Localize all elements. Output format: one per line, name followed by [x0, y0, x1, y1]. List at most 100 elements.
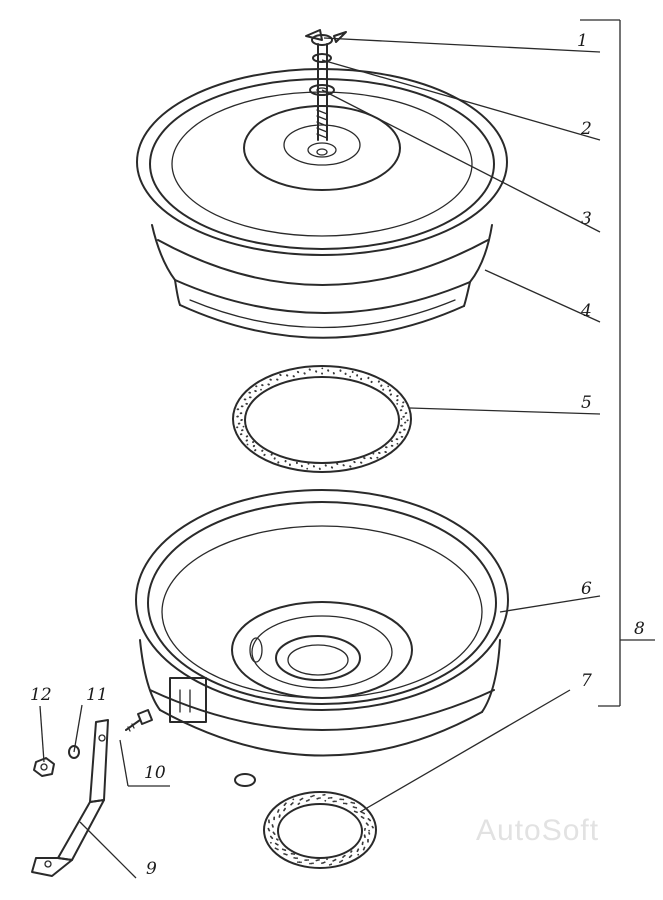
gasket-texture-dot [271, 824, 274, 826]
gasket-texture-dot [274, 847, 277, 850]
gasket-texture-dot [284, 807, 286, 810]
gasket-texture-dot [304, 859, 307, 861]
gasket-texture-dot [267, 827, 270, 830]
gasket-texture-dot [278, 814, 281, 817]
gasket-texture-dot [399, 431, 402, 434]
gasket-texture-dot [391, 440, 393, 443]
gasket-texture-dot [385, 451, 387, 454]
gasket-texture-dot [323, 793, 326, 796]
gasket-texture-dot [396, 403, 399, 405]
gasket-texture-dot [273, 457, 276, 460]
gasket-texture-dot [261, 384, 263, 386]
gasket-texture-dot [285, 853, 288, 856]
mounting-bracket [31, 719, 109, 877]
gasket-texture-dot [361, 843, 364, 846]
gasket-texture-dot [349, 375, 352, 378]
gasket-texture-dot [353, 461, 356, 464]
gasket-texture-dot [382, 388, 385, 391]
gasket-texture-dot [307, 463, 310, 465]
gasket-texture-dot [322, 794, 325, 796]
gasket-texture-dot [344, 372, 347, 375]
gasket-texture-dot [331, 466, 334, 469]
gasket-texture-dot [342, 856, 344, 858]
gasket-texture-dot [254, 449, 256, 452]
gasket-texture-dot [344, 802, 347, 805]
gasket-texture-dot [274, 842, 277, 845]
gasket-texture-dot [321, 367, 324, 370]
leader-lines [39, 19, 655, 879]
gasket-texture-dot [340, 798, 343, 801]
gasket-texture-dot [237, 422, 240, 425]
gasket-texture-dot [363, 812, 366, 815]
gasket-texture-dot [301, 465, 303, 468]
callout-7: 7 [581, 671, 592, 691]
gasket-texture-dot [405, 412, 408, 414]
gasket-texture-dot [333, 800, 336, 803]
gasket-texture-dot [401, 436, 404, 438]
gasket-texture-dot [400, 409, 403, 411]
gasket-texture-dot [261, 450, 263, 452]
hex-nut [33, 757, 55, 777]
gasket-texture-dot [390, 393, 392, 396]
gasket-texture-dot [248, 391, 251, 394]
gasket-texture-dot [294, 857, 297, 859]
gasket-texture-dot [236, 408, 239, 411]
callout-11: 11 [86, 685, 108, 705]
gasket-texture-dot [298, 861, 301, 864]
gasket-texture-dot [285, 802, 287, 805]
gasket-texture-dot [252, 441, 254, 444]
bolt [125, 709, 153, 732]
gasket-texture-dot [309, 862, 311, 865]
gasket-texture-dot [387, 385, 390, 388]
lock-washer [68, 745, 80, 759]
gasket-texture-dot [368, 829, 370, 832]
gasket-texture-dot [404, 421, 407, 424]
gasket-texture-dot [378, 452, 381, 454]
gasket-texture-dot [385, 446, 388, 449]
gasket-texture-dot [330, 863, 333, 866]
gasket-texture-dot [326, 858, 328, 861]
gasket-texture-dot [362, 848, 365, 851]
gasket-texture-dot [342, 802, 345, 805]
air-cleaner-cover [136, 68, 508, 339]
gasket-texture-dot [241, 429, 243, 432]
gasket-texture-dot [310, 795, 312, 798]
gasket-texture-dot [402, 405, 404, 408]
gasket-texture-dot [312, 862, 314, 865]
gasket-texture-dot [332, 372, 335, 374]
gasket-texture-dot [269, 835, 272, 838]
gasket-texture-dot [307, 859, 309, 861]
gasket-texture-dot [276, 838, 278, 841]
callout-8: 8 [634, 619, 645, 639]
gasket-texture-dot [276, 378, 278, 381]
gasket-texture-dot [351, 801, 354, 804]
gasket-texture-dot [363, 457, 366, 460]
gasket-texture-dot [406, 419, 409, 422]
gasket-texture-dot [290, 852, 293, 855]
gasket-texture-dot [319, 797, 321, 799]
gasket-texture-dot [357, 853, 360, 856]
gasket-texture-dot [254, 390, 256, 392]
gasket-texture-dot [356, 811, 358, 814]
gasket-texture-dot [315, 859, 318, 862]
gasket-texture-dot [329, 797, 331, 799]
gasket-texture-dot [240, 405, 243, 408]
gasket-texture-dot [328, 864, 331, 866]
gasket-texture-dot [367, 376, 370, 379]
gasket-texture-dot [270, 454, 273, 456]
watermark: AutoSoft [476, 814, 599, 847]
gasket-texture-dot [291, 802, 294, 804]
gasket-texture-dot [396, 399, 399, 401]
callout-1: 1 [577, 31, 588, 51]
gasket-texture-dot [240, 419, 243, 421]
gasket-texture-dot [364, 836, 366, 838]
gasket-texture-dot [400, 418, 403, 420]
gasket-texture-dot [298, 802, 301, 805]
gasket-texture-dot [319, 468, 321, 470]
gasket-texture-dot [355, 806, 358, 809]
gasket-texture-dot [236, 426, 238, 429]
gasket-texture-dot [239, 412, 242, 415]
gasket-texture-dot [292, 375, 295, 377]
gasket-texture-dot [239, 433, 242, 436]
